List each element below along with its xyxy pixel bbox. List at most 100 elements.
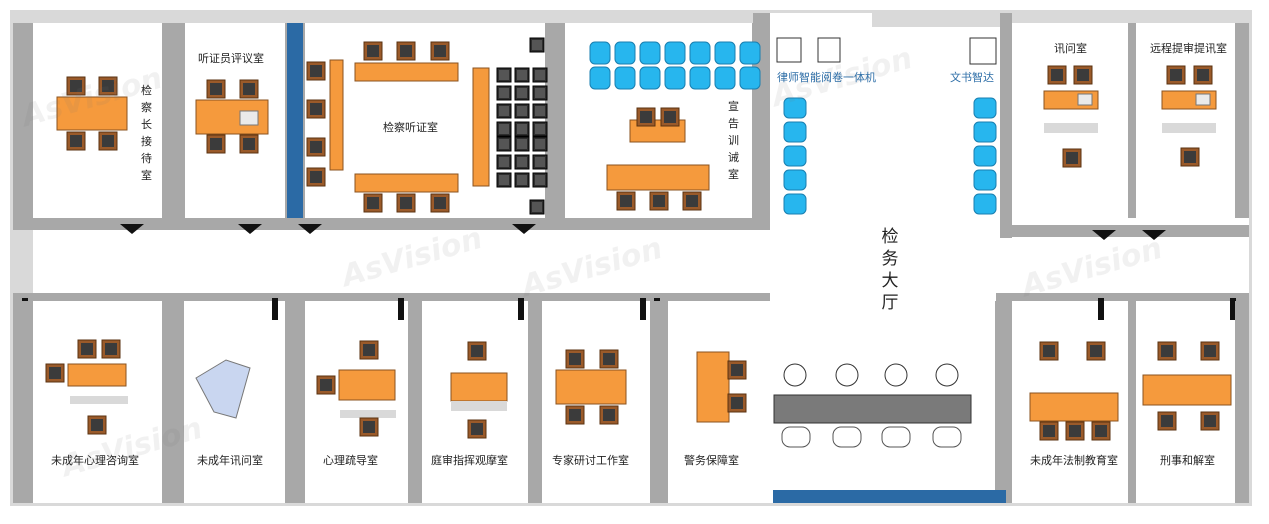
chair-seat [400, 45, 412, 57]
blue-chair [664, 41, 686, 65]
room-label-remote-interrogation: 远程提审提讯室 [1150, 42, 1227, 55]
stool [935, 363, 959, 387]
stool [835, 363, 859, 387]
chair-seat [434, 45, 446, 57]
chair-seat [471, 345, 483, 357]
black-chair-seat [499, 70, 509, 80]
black-chair-seat [517, 88, 527, 98]
stool [884, 363, 908, 387]
door-marker [1230, 298, 1236, 320]
chair-seat [1197, 69, 1209, 81]
wall-top-band [13, 13, 753, 23]
wall-segment [285, 301, 305, 503]
black-chair-seat [532, 202, 542, 212]
chair-seat [210, 83, 222, 95]
wall-segment [13, 301, 33, 503]
wall-segment [1000, 13, 1012, 238]
machine-box [776, 37, 802, 63]
outer-wall-top [10, 10, 1252, 13]
blue-chair [973, 145, 997, 167]
black-chair-seat [535, 139, 545, 149]
black-chair-seat [517, 70, 527, 80]
room-label-interrogation: 讯问室 [1054, 42, 1087, 55]
chair-seat [310, 141, 322, 153]
chair-seat [1161, 345, 1173, 357]
printer [1195, 93, 1211, 106]
black-chair-seat [517, 157, 527, 167]
wall-segment [13, 13, 33, 218]
door-marker [1092, 230, 1116, 240]
wall-segment [528, 301, 542, 503]
chair-seat [70, 80, 82, 92]
corridor-wall-upper [1000, 225, 1249, 237]
wall-segment [650, 301, 668, 503]
wall-segment [1235, 13, 1249, 218]
corridor-wall-lower [996, 293, 1249, 301]
printer [1077, 93, 1093, 106]
blue-chair [589, 66, 611, 90]
table [1142, 374, 1232, 406]
blue-chair [973, 193, 997, 215]
corridor-wall-left [13, 230, 33, 293]
chair-seat [731, 364, 743, 376]
black-chair-seat [517, 175, 527, 185]
label-lawyer-machine: 律师智能阅卷一体机 [777, 71, 876, 84]
wall-segment [162, 301, 184, 503]
outer-wall-left [10, 10, 13, 506]
bench [70, 396, 128, 404]
machine-box [817, 37, 841, 63]
chair-seat [102, 135, 114, 147]
room-label-hearing-review: 听证员评议室 [198, 52, 264, 65]
chair-seat [653, 195, 665, 207]
chair-seat [640, 111, 652, 123]
chair-seat [1090, 345, 1102, 357]
chair-seat [620, 195, 632, 207]
wall-segment [545, 13, 565, 218]
chair-seat [1043, 345, 1055, 357]
chair-seat [471, 423, 483, 435]
wall-segment [162, 13, 167, 218]
chair-seat [400, 197, 412, 209]
bench [451, 401, 507, 411]
table [555, 369, 627, 405]
door-marker [298, 224, 322, 234]
table [1029, 392, 1119, 422]
chair-seat [1170, 69, 1182, 81]
black-chair-seat [499, 124, 509, 134]
chair-seat [210, 138, 222, 150]
blue-chair [783, 97, 807, 119]
chair-seat [1095, 425, 1107, 437]
blue-chair [639, 66, 661, 90]
table [338, 369, 396, 401]
chair-seat [434, 197, 446, 209]
black-chair-seat [499, 88, 509, 98]
chair-seat [1204, 345, 1216, 357]
table [450, 372, 508, 402]
wall-segment [1235, 301, 1249, 503]
chair-seat [81, 343, 93, 355]
black-chair-seat [535, 175, 545, 185]
bench [1044, 123, 1098, 133]
chair-seat [49, 367, 61, 379]
room-label-juvenile-interrogation: 未成年讯问室 [197, 454, 263, 467]
black-chair-seat [499, 157, 509, 167]
room-label-juvenile-psych-consult: 未成年心理咨询室 [51, 454, 139, 467]
black-chair-seat [499, 106, 509, 116]
wall-segment [408, 301, 422, 503]
chair-seat [1161, 415, 1173, 427]
black-chair-seat [517, 139, 527, 149]
black-chair-seat [517, 124, 527, 134]
blue-chair [973, 169, 997, 191]
service-counter [773, 394, 972, 424]
chair-seat [102, 80, 114, 92]
blue-chair [973, 97, 997, 119]
door-marker [272, 298, 278, 320]
wall-segment [167, 13, 185, 218]
black-chair-seat [535, 106, 545, 116]
wall-segment [1128, 301, 1136, 503]
door-marker [1142, 230, 1166, 240]
room-label-expert-workshop: 专家研讨工作室 [552, 454, 629, 467]
corridor-wall-upper [13, 218, 770, 230]
room-label-prosecutor-reception: 检察长接待室 [141, 84, 152, 182]
machine-box [969, 37, 997, 65]
